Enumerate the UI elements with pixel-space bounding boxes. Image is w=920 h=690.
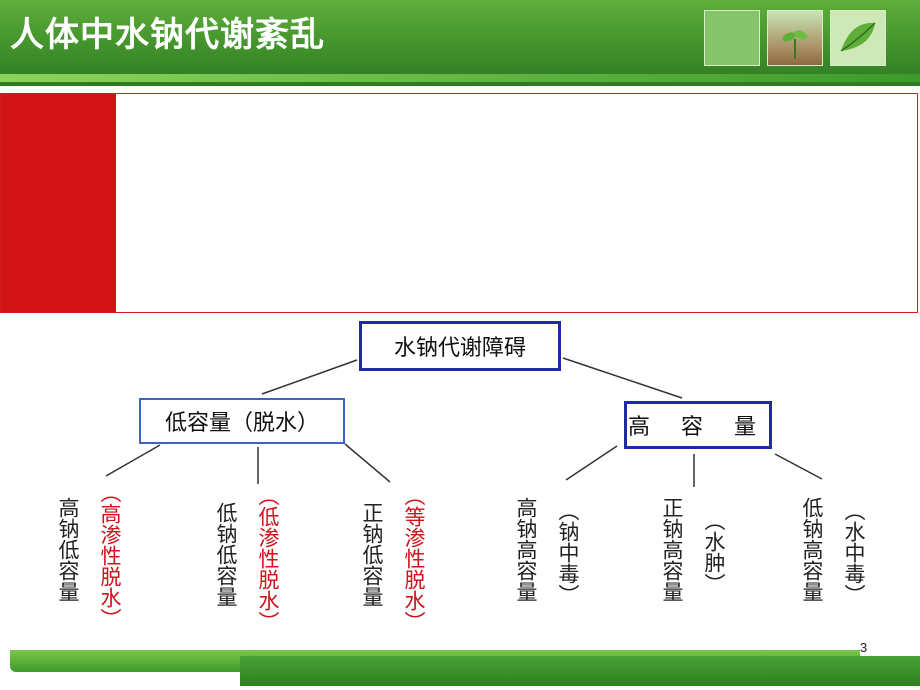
- footer-bar-right: [240, 656, 920, 686]
- low-child-1-note: （高渗性脱水）: [98, 482, 122, 629]
- low-child-3-line: [344, 443, 391, 483]
- high-volume-node: 高 容 量: [624, 401, 772, 449]
- high-child-3-note: （水中毒）: [842, 500, 866, 605]
- low-child-3-note: （等渗性脱水）: [402, 485, 426, 632]
- header-stripe: [0, 74, 920, 82]
- green-tile-thumbnail: [704, 10, 760, 66]
- slide-header: 人体中水钠代谢紊乱: [0, 0, 920, 86]
- root-to-high-line: [562, 357, 683, 399]
- high-child-2-note: （水肿）: [702, 510, 726, 594]
- sprout-icon: [782, 30, 808, 59]
- root-node: 水钠代谢障碍: [359, 321, 561, 371]
- content-panel: [0, 93, 918, 313]
- high-child-1-note: （钠中毒）: [556, 500, 580, 605]
- sprout-thumbnail: [767, 10, 823, 66]
- high-child-3-line: [774, 453, 823, 480]
- low-child-2-note: （低渗性脱水）: [256, 485, 280, 632]
- leaf-icon: [840, 22, 876, 52]
- low-child-2-name: 低钠低容量: [214, 502, 238, 607]
- red-accent-block: [1, 94, 116, 312]
- root-to-low-line: [261, 359, 358, 395]
- high-child-1-name: 高钠高容量: [514, 497, 538, 602]
- high-child-2-name: 正钠高容量: [660, 497, 684, 602]
- leaf-thumbnail: [830, 10, 886, 66]
- slide-title: 人体中水钠代谢紊乱: [10, 15, 325, 55]
- page-number: 3: [860, 640, 868, 655]
- high-child-3-name: 低钠高容量: [800, 497, 824, 602]
- high-child-1-line: [565, 445, 618, 481]
- low-volume-node: 低容量（脱水）: [139, 398, 345, 444]
- low-child-1-line: [105, 444, 161, 477]
- low-child-3-name: 正钠低容量: [360, 502, 384, 607]
- low-child-1-name: 高钠低容量: [56, 497, 80, 602]
